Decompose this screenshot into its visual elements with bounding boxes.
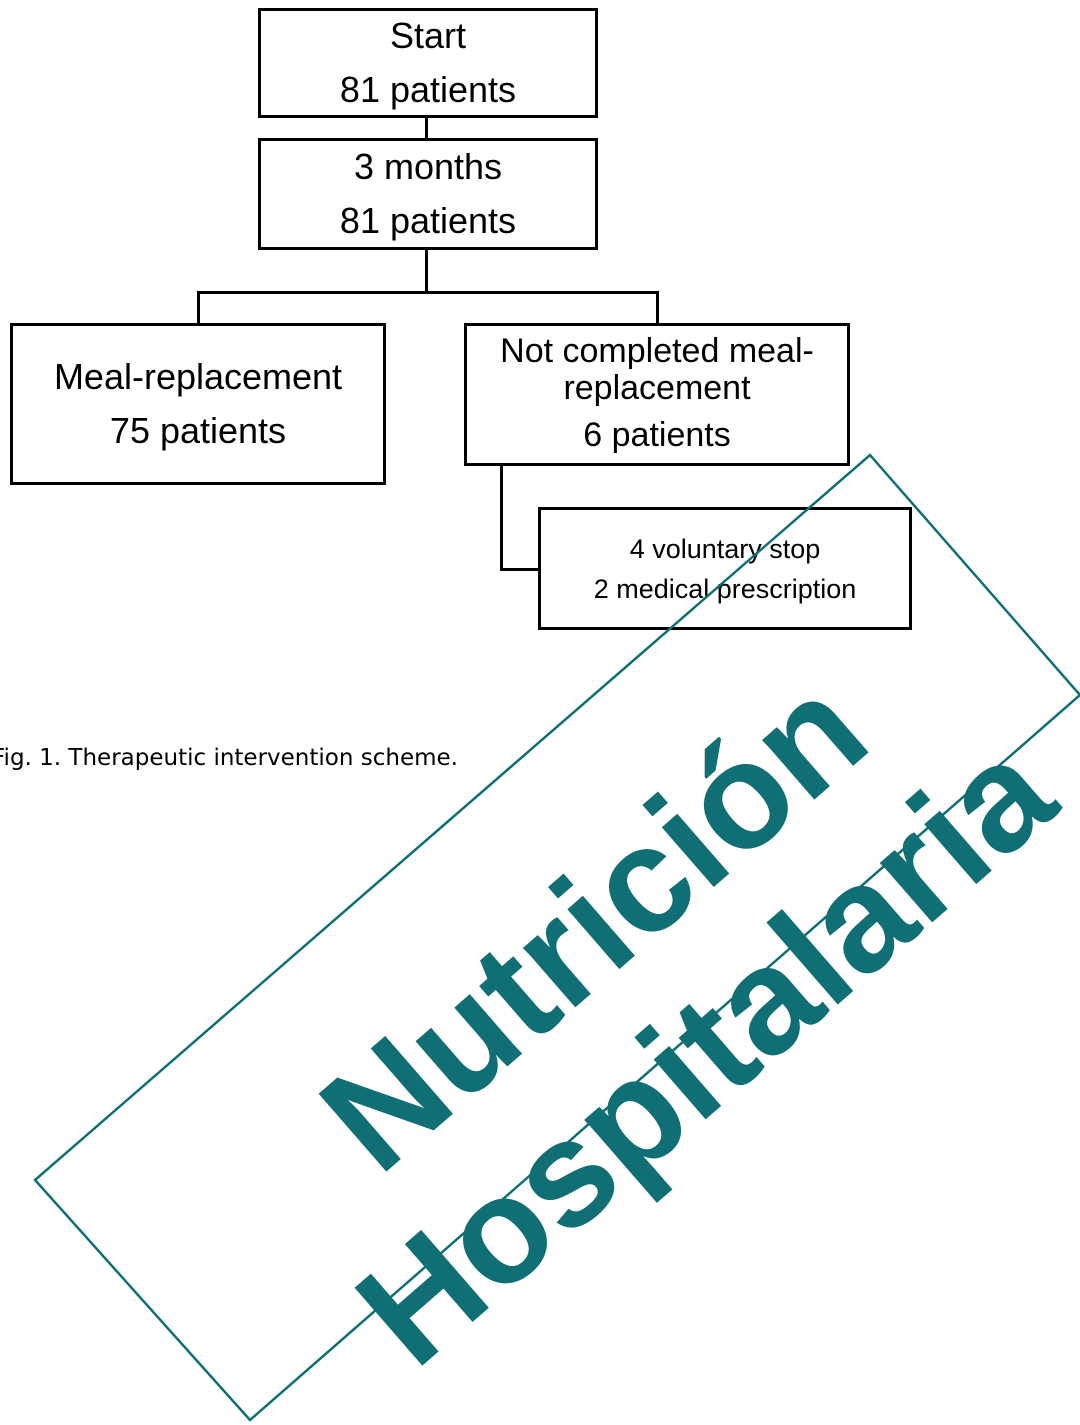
connector-to-not-completed [656, 291, 659, 325]
node-three-months-line1: 3 months [353, 146, 503, 187]
node-reasons-line1: 4 voluntary stop [629, 533, 821, 564]
node-not-completed-line3: 6 patients [583, 415, 731, 454]
node-not-completed: Not completed meal- replacement 6 patien… [464, 323, 850, 466]
figure-caption: Fig. 1. Therapeutic intervention scheme. [0, 745, 458, 771]
node-three-months-line2: 81 patients [339, 200, 517, 241]
connector-3months-down [425, 248, 428, 293]
node-reasons-line2: 2 medical prescription [593, 573, 857, 604]
node-start: Start 81 patients [258, 8, 598, 118]
connector-to-meal-replacement [197, 291, 200, 325]
node-not-completed-line2: replacement [563, 368, 751, 407]
node-not-completed-line1: Not completed meal- [500, 331, 814, 370]
node-meal-replacement-line1: Meal-replacement [53, 356, 343, 397]
connector-to-reasons [500, 568, 542, 571]
connector-start-to-3months [425, 115, 428, 140]
node-start-line1: Start [389, 15, 467, 56]
connector-not-completed-down [500, 463, 503, 570]
node-three-months: 3 months 81 patients [258, 138, 598, 250]
node-start-line2: 81 patients [339, 69, 517, 110]
connector-horizontal-branch [197, 291, 659, 294]
node-reasons: 4 voluntary stop 2 medical prescription [538, 507, 912, 630]
node-meal-replacement: Meal-replacement 75 patients [10, 323, 386, 485]
node-meal-replacement-line2: 75 patients [109, 410, 287, 451]
watermark-frame [33, 453, 1080, 1422]
